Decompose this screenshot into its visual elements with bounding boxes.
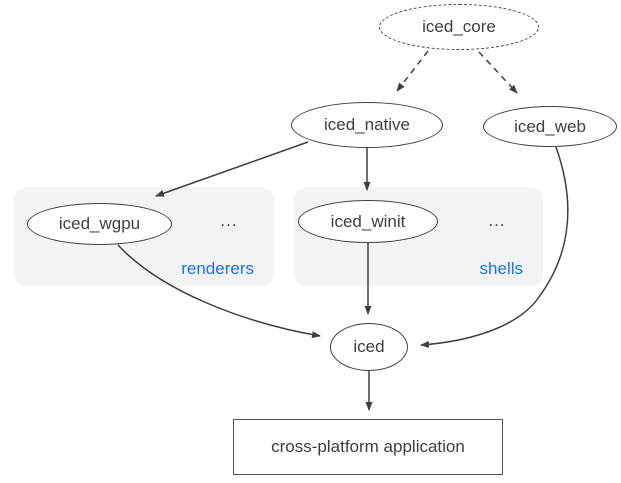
node-iced-core-label: iced_core: [422, 17, 496, 36]
edge-iced_core-to-iced_web: [478, 51, 518, 94]
renderers-group-label: renderers: [181, 259, 254, 278]
node-iced-wgpu: iced_wgpu: [27, 203, 172, 245]
node-iced-web-label: iced_web: [514, 116, 586, 136]
edge-iced_core-to-iced_native: [396, 50, 429, 92]
node-iced-wgpu-label: iced_wgpu: [58, 214, 141, 233]
node-cross-platform-application: cross-platform application: [233, 419, 503, 475]
node-iced-winit-label: iced_winit: [330, 211, 406, 231]
node-cross-platform-application-label: cross-platform application: [271, 437, 465, 456]
node-iced-native: iced_native: [291, 102, 443, 148]
node-iced-winit: iced_winit: [298, 200, 438, 243]
shells-group-label: shells: [479, 259, 523, 278]
node-iced-native-label: iced_native: [323, 115, 410, 134]
shells-ellipsis: ...: [488, 211, 506, 230]
node-iced-web: iced_web: [483, 106, 617, 147]
node-iced-label: iced: [353, 337, 385, 356]
node-iced-core: iced_core: [379, 4, 539, 50]
renderers-ellipsis: ...: [220, 211, 238, 230]
node-iced: iced: [330, 323, 408, 371]
